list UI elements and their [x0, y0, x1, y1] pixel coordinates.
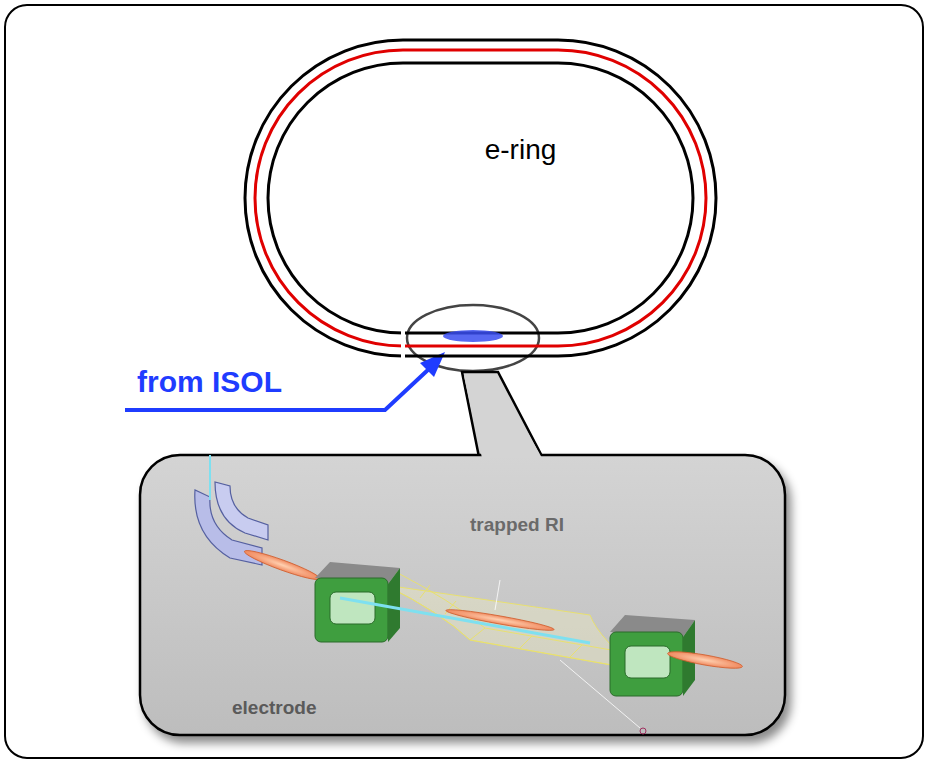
callout-pointer	[462, 372, 545, 462]
callout-box	[140, 455, 785, 735]
ion-beam	[243, 547, 322, 584]
part-label: electrode	[232, 697, 316, 719]
section-gap	[401, 328, 405, 358]
source-label: from ISOL	[137, 365, 282, 399]
ring-line	[245, 40, 716, 356]
ion-beam-out	[667, 648, 744, 671]
cyan-beam	[340, 598, 590, 643]
part-label: trapped RI	[470, 514, 564, 536]
ring-name: e-ring	[323, 134, 718, 166]
storage-ring: e-ring	[243, 38, 718, 358]
frame	[5, 5, 923, 758]
trapped-ions	[445, 607, 555, 634]
leader	[495, 580, 500, 610]
callout-join	[464, 376, 542, 458]
leader	[560, 660, 640, 728]
ring-line	[268, 63, 693, 333]
ring-line	[255, 50, 706, 346]
ring-outline	[243, 38, 718, 358]
trap-potential	[385, 572, 640, 670]
ion-cloud	[443, 330, 503, 342]
dot	[640, 728, 646, 734]
deflector	[195, 455, 268, 565]
